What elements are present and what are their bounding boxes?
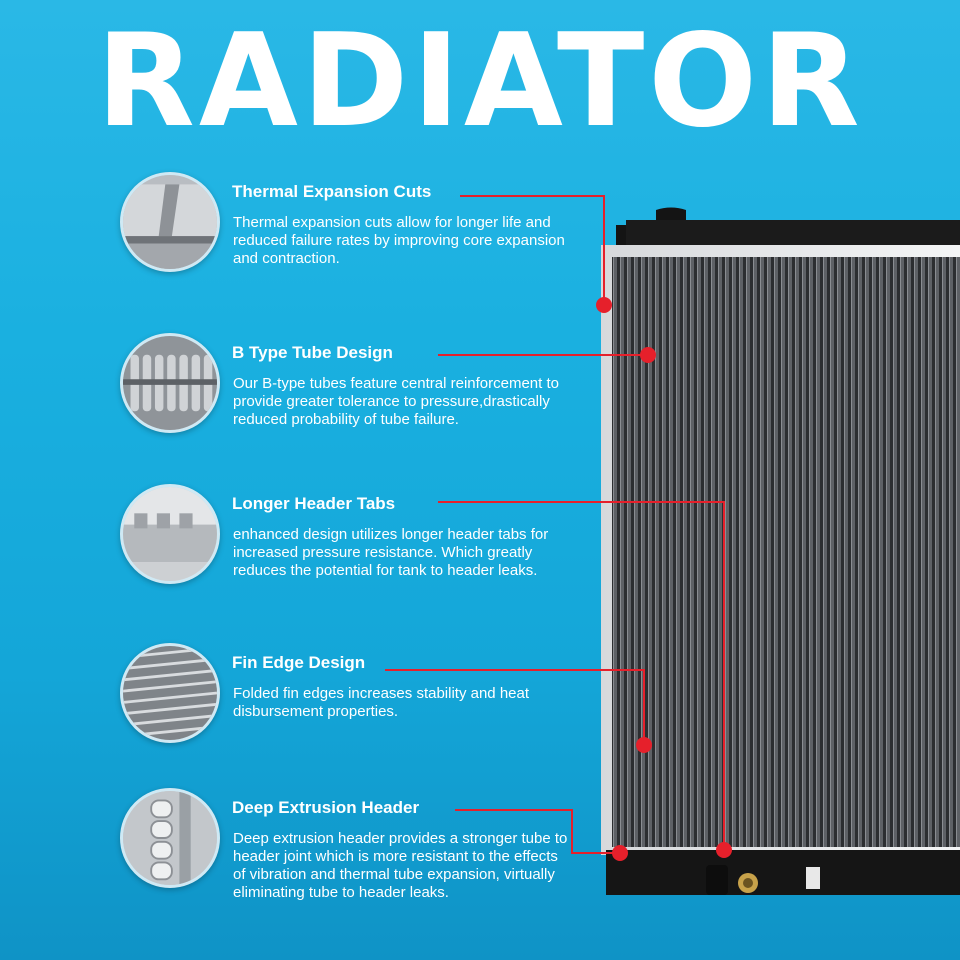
feature-description: Our B-type tubes feature central reinfor… bbox=[233, 375, 559, 428]
header-tabs-icon bbox=[120, 484, 220, 584]
feature-description: Deep extrusion header provides a stronge… bbox=[233, 830, 568, 901]
feature-title: Deep Extrusion Header bbox=[232, 798, 420, 817]
fin-edge-icon bbox=[120, 643, 220, 743]
page-title: RADIATOR bbox=[96, 7, 864, 156]
b-tube-icon bbox=[120, 333, 220, 433]
expansion-cut-icon bbox=[120, 172, 220, 272]
feature-title: Longer Header Tabs bbox=[232, 494, 396, 513]
extrusion-header-icon bbox=[120, 788, 220, 888]
radiator-image bbox=[601, 207, 960, 895]
feature-title: B Type Tube Design bbox=[232, 343, 393, 362]
feature-description: enhanced design utilizes longer header t… bbox=[233, 526, 549, 579]
feature-description: Folded fin edges increases stability and… bbox=[233, 685, 530, 720]
feature-title: Fin Edge Design bbox=[232, 653, 366, 672]
feature-title: Thermal Expansion Cuts bbox=[232, 182, 432, 201]
feature-description: Thermal expansion cuts allow for longer … bbox=[233, 214, 565, 267]
